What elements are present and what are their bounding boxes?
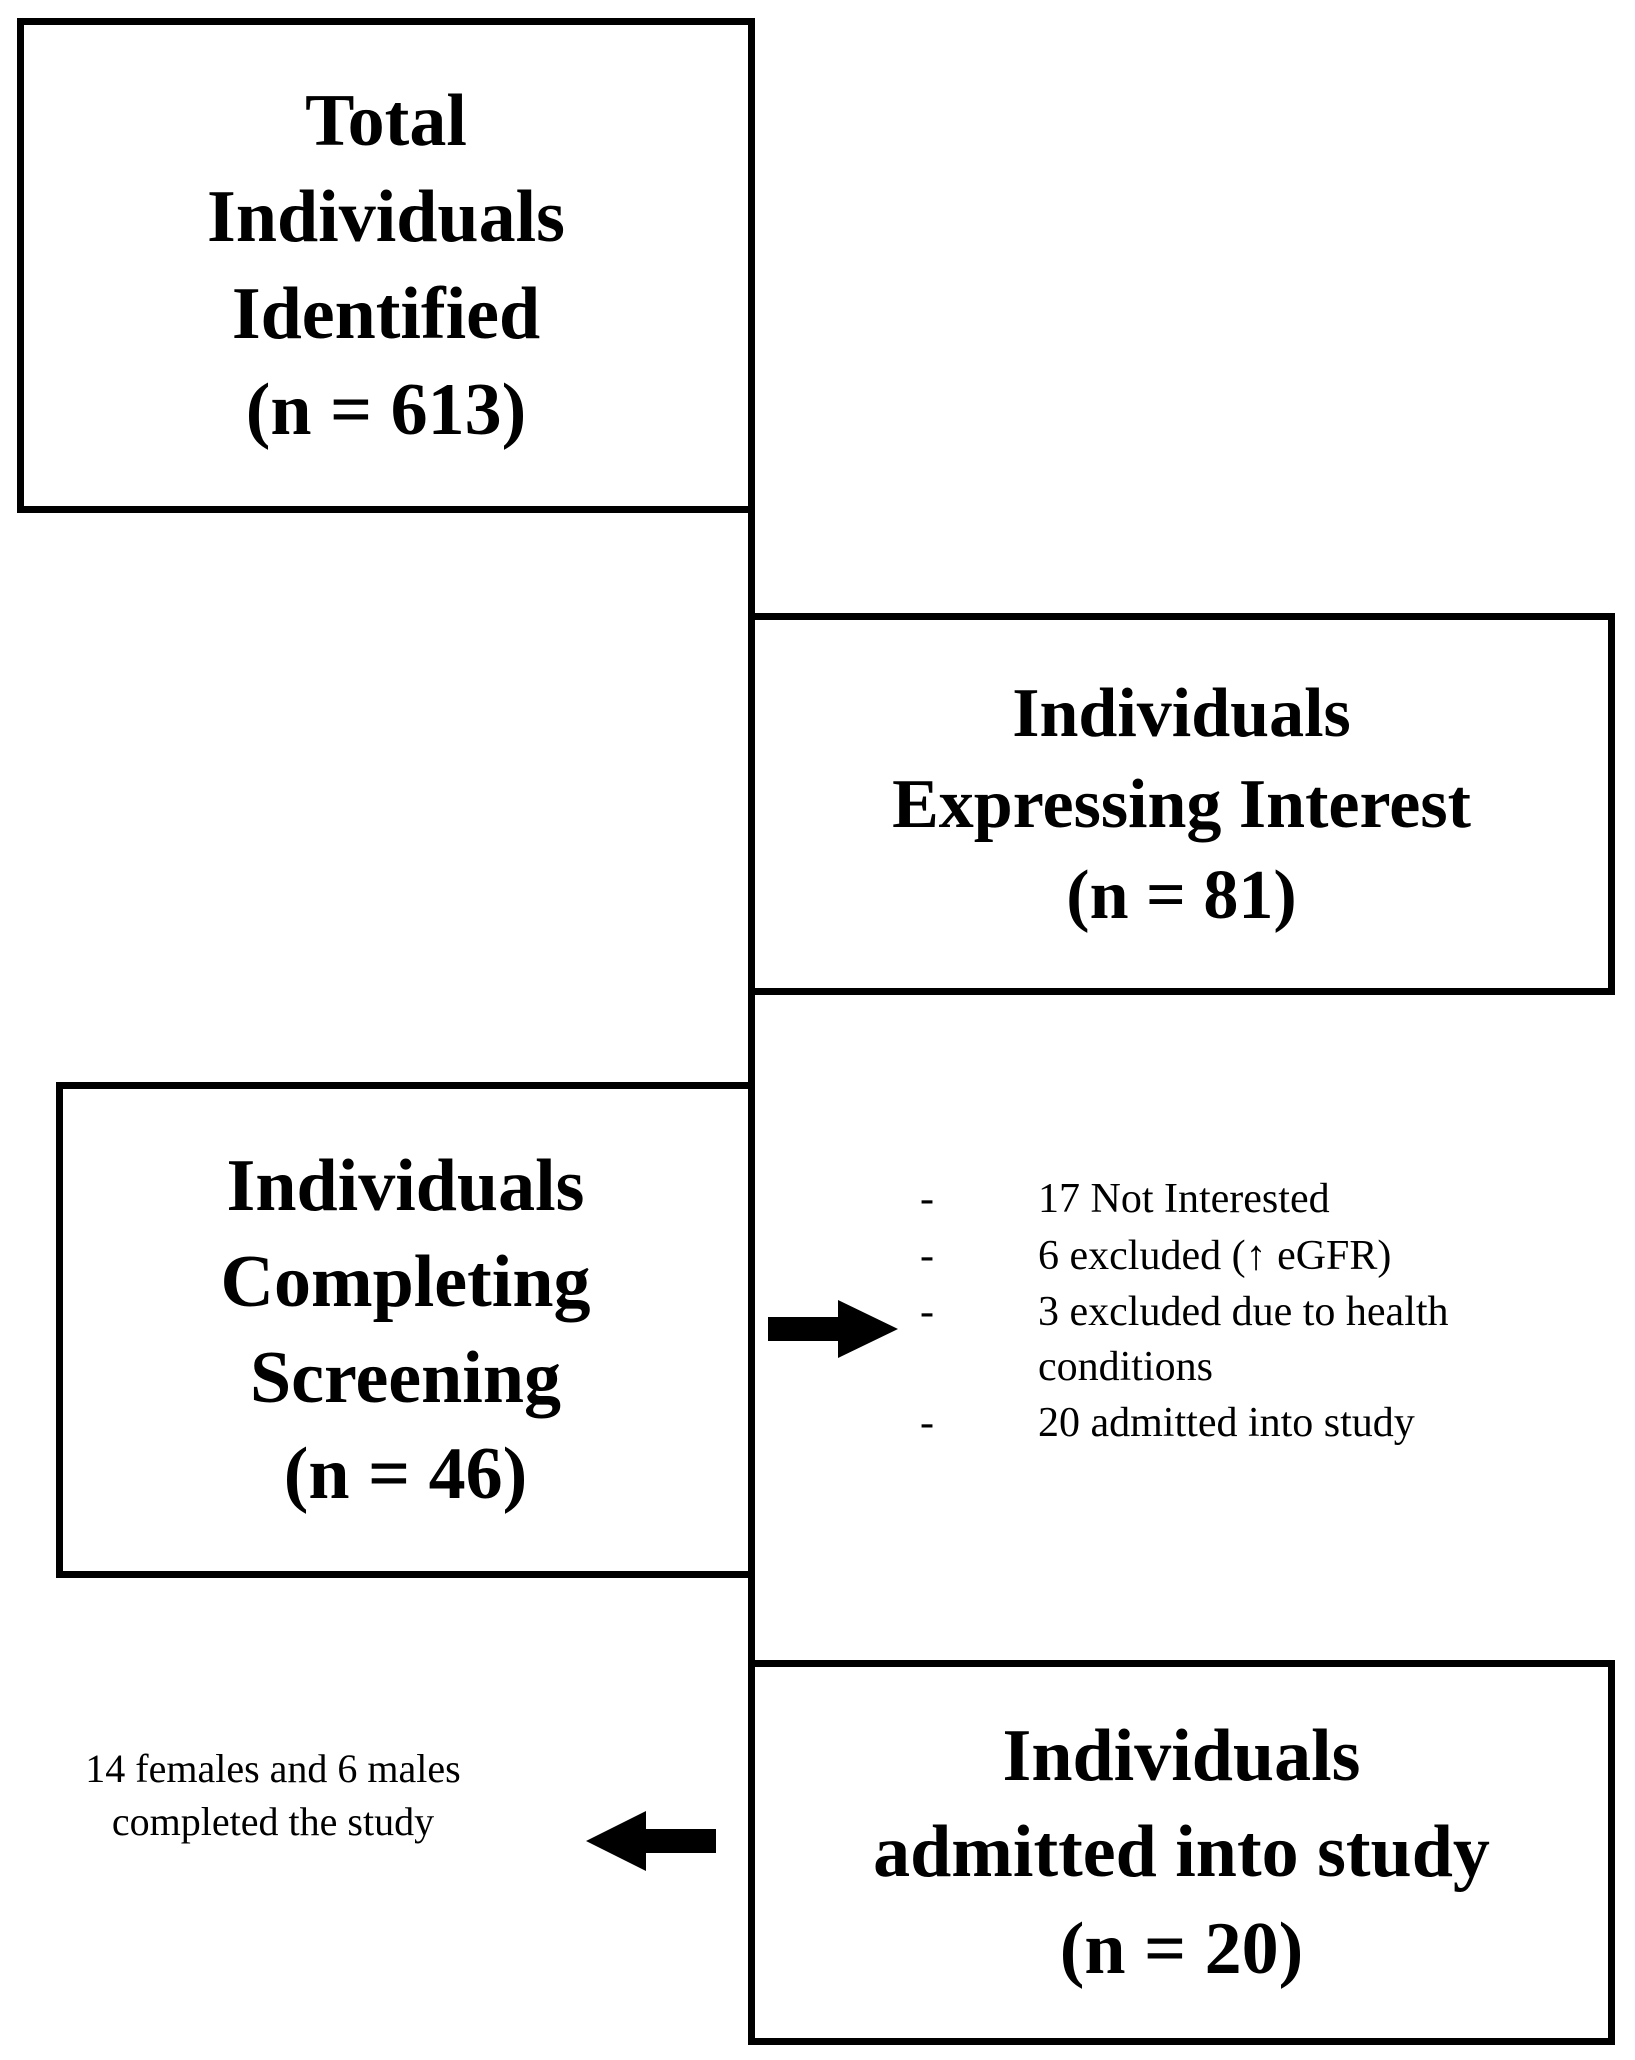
box-identified-line-1: Total: [305, 80, 467, 163]
list-item: - 6 excluded (↑ eGFR): [920, 1229, 1600, 1284]
box-screening-count: (n = 46): [283, 1433, 528, 1516]
connector-screening-to-admitted: [748, 1571, 755, 1667]
box-total-individuals-identified: Total Individuals Identified (n = 613): [17, 18, 755, 513]
list-bullet-dash: -: [920, 1176, 934, 1222]
list-bullet-dash: -: [920, 1289, 934, 1336]
arrow-right-icon: [768, 1300, 898, 1358]
box-individuals-admitted-into-study: Individuals admitted into study (n = 20): [748, 1660, 1615, 2045]
list-item: - 3 excluded due to health conditions: [920, 1285, 1600, 1394]
box-interest-line-2: Expressing Interest: [892, 765, 1471, 843]
box-screening-line-3: Screening: [249, 1337, 562, 1419]
completion-note-line-2: males completed the: [111, 1746, 461, 1845]
box-identified-line-3: Identified: [231, 272, 541, 355]
box-identified-line-2: Individuals: [207, 176, 565, 259]
box-admitted-line-2: admitted into study: [873, 1811, 1490, 1894]
completion-note-line-3: study: [347, 1799, 435, 1845]
list-bullet-dash: -: [920, 1400, 934, 1447]
completion-note-line-1: 14 females and 6: [85, 1746, 358, 1791]
list-item: - 20 admitted into study: [920, 1396, 1600, 1451]
list-bullet-dash: -: [920, 1232, 934, 1279]
box-admitted-line-1: Individuals: [1002, 1715, 1361, 1798]
list-item: - 17 Not Interested: [920, 1172, 1600, 1227]
connector-interest-to-screening: [748, 988, 755, 1088]
list-item-label: 6 excluded (↑ eGFR): [1038, 1232, 1392, 1279]
box-individuals-expressing-interest: Individuals Expressing Interest (n = 81): [748, 613, 1615, 995]
box-interest-count: (n = 81): [1066, 856, 1297, 934]
list-item-label: 3 excluded due to health conditions: [1038, 1289, 1449, 1390]
list-item-label: 20 admitted into study: [1038, 1400, 1415, 1447]
list-item-label: 17 Not Interested: [1038, 1176, 1330, 1222]
box-screening-line-2: Completing: [220, 1240, 591, 1323]
box-admitted-count: (n = 20): [1059, 1907, 1304, 1990]
box-individuals-completing-screening: Individuals Completing Screening (n = 46…: [56, 1082, 755, 1578]
connector-identified-to-interest: [748, 506, 755, 621]
box-identified-count: (n = 613): [245, 368, 527, 451]
box-screening-line-1: Individuals: [226, 1144, 585, 1227]
box-interest-line-1: Individuals: [1012, 674, 1351, 752]
exclusion-disposition-list: - 17 Not Interested - 6 excluded (↑ eGFR…: [920, 1172, 1600, 1453]
study-completion-note: 14 females and 6 males completed the stu…: [78, 1742, 468, 1848]
arrow-left-icon: [586, 1811, 716, 1871]
